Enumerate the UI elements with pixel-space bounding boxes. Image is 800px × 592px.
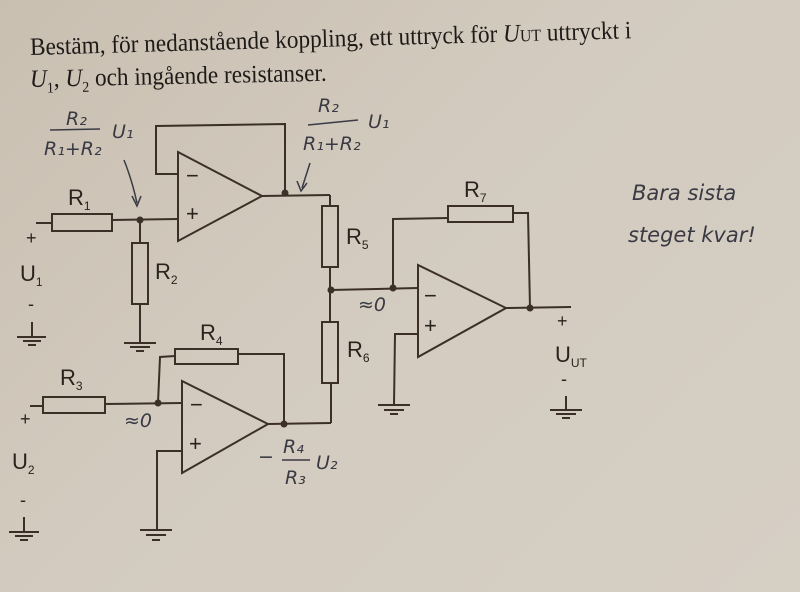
- note-line-2: steget kvar!: [628, 223, 756, 247]
- opamp-signs: − + − + − +: [186, 163, 437, 456]
- junction-node: [281, 189, 289, 197]
- label-u2: U2: [12, 449, 35, 477]
- label-r3: R3: [60, 365, 83, 393]
- noninverting-input-sign: +: [189, 431, 202, 456]
- wire: [104, 402, 183, 405]
- junction-node: [526, 304, 534, 312]
- arrow-icon: [301, 162, 311, 189]
- ground-icon: [124, 342, 156, 352]
- resistor-r2: [131, 242, 149, 305]
- wire: [157, 355, 176, 404]
- note-line-1: Bara sista: [632, 181, 736, 205]
- opamp-summing: [417, 263, 509, 359]
- feedback-wire: [155, 122, 286, 192]
- wire: [238, 353, 285, 424]
- opamp-buffer: [177, 150, 265, 243]
- wire: [267, 422, 332, 425]
- summing-network: [321, 195, 419, 423]
- label-r2: R2: [155, 259, 178, 287]
- uut-plus-sign: +: [557, 311, 568, 331]
- source-labels: + U1 - + U2 - + UUT -: [12, 228, 588, 510]
- resistor-r4: [174, 348, 239, 365]
- inverting-input-sign: −: [424, 283, 437, 308]
- annotation-virtual-ground-2: ≈0: [358, 294, 386, 316]
- output-wire: [505, 306, 572, 309]
- annotation-inv-output-numerator: R₄: [283, 436, 304, 458]
- u1-plus-sign: +: [26, 228, 37, 248]
- annotation-node1-variable: U₁: [112, 121, 134, 143]
- stage-summing: [378, 205, 582, 419]
- resistor-r7: [447, 205, 514, 223]
- arrowhead-icon: [131, 195, 142, 208]
- junction-node: [280, 420, 288, 428]
- wire: [261, 194, 331, 197]
- u2-minus-sign: -: [20, 490, 26, 510]
- wire: [393, 333, 418, 406]
- opamp-inverting: [181, 379, 271, 475]
- inverting-input-sign: −: [190, 392, 203, 417]
- junction-node: [327, 286, 335, 294]
- wire: [111, 218, 179, 221]
- annotation-buffer-denominator: R₁+R₂: [303, 133, 361, 155]
- stage-inverting: [9, 348, 332, 541]
- resistor-labels: R1 R2 R3 R4 R5 R6 R7: [60, 177, 487, 393]
- resistor-r6: [321, 321, 339, 384]
- label-r1: R1: [68, 185, 91, 213]
- label-r4: R4: [200, 320, 223, 348]
- label-r7: R7: [464, 177, 487, 205]
- ground-icon: [17, 336, 46, 346]
- label-u1: U1: [20, 261, 43, 289]
- ground-icon: [9, 531, 39, 541]
- annotation-node1-numerator: R₂: [66, 108, 87, 130]
- label-r5: R5: [346, 224, 369, 252]
- noninverting-input-sign: +: [424, 313, 437, 338]
- u1-minus-sign: -: [28, 294, 34, 314]
- uut-minus-sign: -: [561, 369, 567, 389]
- inverting-input-sign: −: [186, 163, 199, 188]
- label-r6: R6: [347, 337, 370, 365]
- resistor-r1: [51, 213, 113, 232]
- annotation-node1-denominator: R₁+R₂: [44, 138, 102, 160]
- wire: [156, 450, 182, 530]
- arrow-icon: [123, 159, 138, 204]
- annotation-inv-output-variable: U₂: [316, 452, 338, 474]
- stage-buffer: [17, 122, 331, 352]
- label-uut: UUT: [555, 342, 588, 370]
- fraction-bar: [49, 128, 101, 131]
- u2-plus-sign: +: [20, 409, 31, 429]
- annotation-inv-output-denominator: R₃: [285, 467, 306, 489]
- wire: [392, 217, 449, 288]
- ground-icon: [140, 529, 172, 541]
- resistor-r5: [321, 205, 339, 268]
- handwritten-annotations: R₂ R₁+R₂ U₁ R₂ R₁+R₂ U₁ ≈0 ≈0 − R₄ R₃ U₂…: [44, 95, 756, 489]
- arrowhead-icon: [296, 180, 308, 193]
- wire: [513, 212, 531, 309]
- noninverting-input-sign: +: [186, 201, 199, 226]
- annotation-buffer-variable: U₁: [368, 111, 390, 133]
- ground-icon: [378, 404, 410, 415]
- annotation-virtual-ground-1: ≈0: [124, 410, 152, 432]
- resistor-r3: [42, 396, 106, 414]
- ground-icon: [550, 409, 582, 419]
- wire: [329, 287, 419, 291]
- annotation-inv-output-sign: −: [258, 446, 274, 468]
- annotation-buffer-numerator: R₂: [318, 95, 339, 117]
- fraction-bar: [307, 119, 359, 126]
